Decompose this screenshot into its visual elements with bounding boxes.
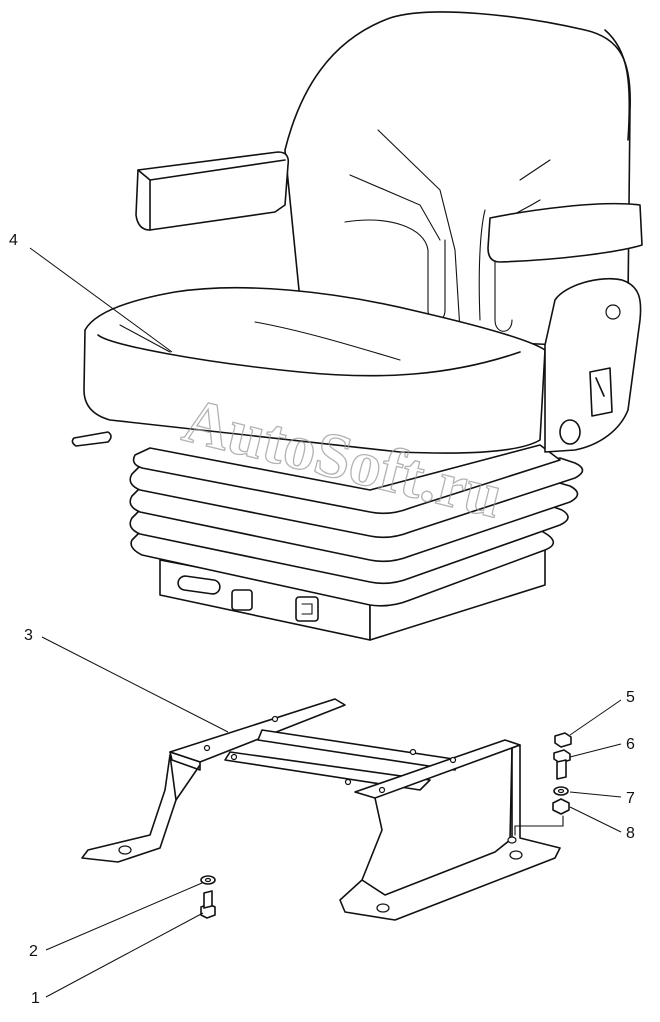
- callout-8: 8: [626, 825, 635, 842]
- seat-cushion: [71, 286, 546, 454]
- callout-6: 6: [626, 736, 635, 753]
- bellows: [129, 444, 584, 607]
- right-hardware: [514, 732, 572, 836]
- callout-labels: 4 3 5 6 7 8 2 1: [9, 232, 635, 1007]
- callout-7: 7: [626, 790, 635, 807]
- left-hardware: [200, 875, 216, 919]
- backrest: [284, 11, 631, 346]
- callout-2: 2: [29, 943, 38, 960]
- right-armrest: [487, 202, 643, 453]
- mounting-bracket: [81, 698, 561, 921]
- suspension-base: [159, 547, 546, 641]
- leader-lines: [29, 247, 622, 998]
- callout-1: 1: [31, 990, 40, 1007]
- callout-3: 3: [24, 627, 33, 644]
- callout-5: 5: [626, 689, 635, 706]
- left-armrest: [135, 151, 290, 231]
- washer-8: [552, 798, 570, 815]
- callout-4: 4: [9, 232, 18, 249]
- nut-5: [554, 732, 572, 748]
